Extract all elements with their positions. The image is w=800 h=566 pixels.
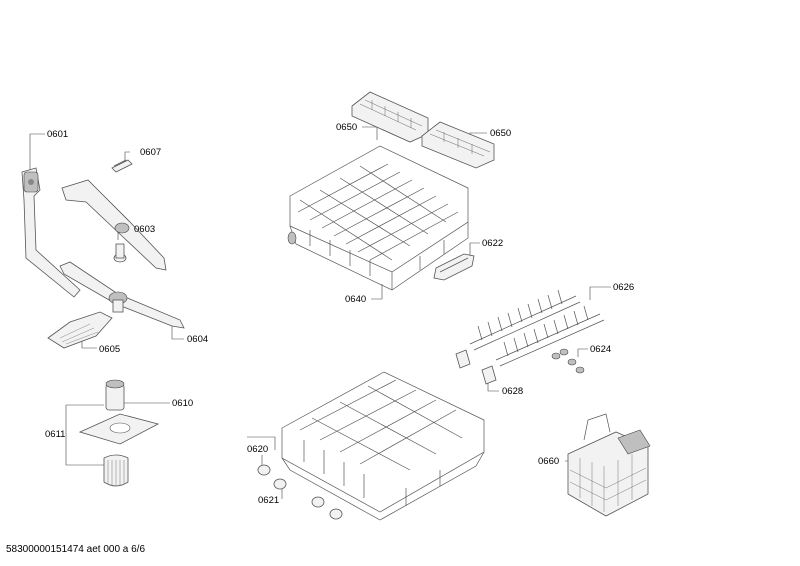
label-0660: 0660 — [538, 456, 559, 467]
label-0622: 0622 — [482, 238, 503, 249]
handle-part — [433, 253, 475, 281]
label-0610: 0610 — [172, 398, 193, 409]
lower-basket-part — [281, 371, 485, 521]
clip-part — [111, 159, 133, 173]
label-0601: 0601 — [47, 129, 68, 140]
label-0624: 0624 — [590, 344, 611, 355]
wheels-part — [257, 464, 343, 520]
label-0626: 0626 — [613, 282, 634, 293]
label-0621: 0621 — [258, 495, 279, 506]
upper-basket-part — [287, 145, 469, 291]
tine-rack-part — [469, 289, 605, 367]
rack-holder-part — [455, 349, 497, 385]
small-clips-part — [551, 348, 585, 374]
upper-spray-arm-part — [61, 179, 167, 271]
label-0628: 0628 — [502, 386, 523, 397]
label-0607: 0607 — [140, 147, 161, 158]
label-0650-right: 0650 — [490, 128, 511, 139]
cutlery-basket-part — [567, 413, 651, 517]
label-0603: 0603 — [134, 224, 155, 235]
filter-assembly-part — [78, 379, 160, 487]
label-0640: 0640 — [345, 294, 366, 305]
leader-lines — [29, 126, 611, 499]
document-footer: 58300000151474 aet 000 a 6/6 — [6, 544, 145, 555]
label-0620: 0620 — [247, 444, 268, 455]
spray-pipe-part — [21, 167, 81, 298]
lower-spray-arm-part — [59, 261, 185, 329]
filter-plate-part — [47, 311, 113, 349]
label-0611: 0611 — [45, 429, 65, 440]
tray-part-a — [351, 91, 429, 143]
label-0605: 0605 — [99, 344, 120, 355]
label-0604: 0604 — [187, 334, 208, 345]
label-0650-left: 0650 — [336, 122, 357, 133]
tray-part-b — [421, 121, 495, 169]
